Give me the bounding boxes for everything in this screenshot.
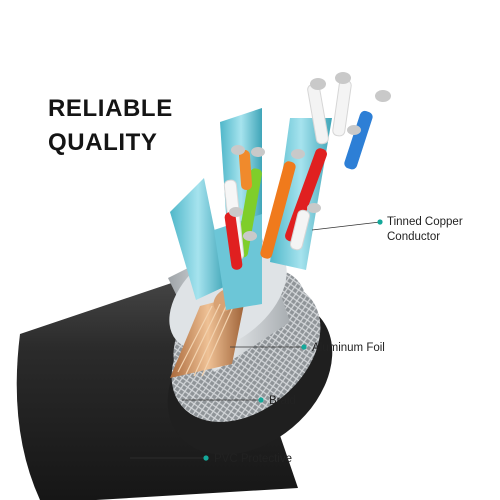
callout-aluminum-foil: Aluminum Foil	[312, 342, 385, 354]
headline-line-2: QUALITY	[48, 129, 158, 156]
callout-tinned-line-2: Conductor	[387, 231, 441, 243]
tinned-conductor-tips	[229, 72, 391, 241]
callout-tinned-line-1: Tinned Copper	[387, 216, 463, 228]
callout-braid: Braid	[269, 395, 296, 407]
callout-pvc-protective: PVC Protective	[214, 453, 292, 465]
callout-tinned-copper-conductor: Tinned Copper Conductor	[387, 215, 487, 245]
headline: RELIABLE QUALITY	[48, 92, 173, 160]
headline-line-1: RELIABLE	[48, 95, 173, 122]
callout-lines	[130, 219, 383, 461]
inner-conductors	[223, 79, 373, 270]
